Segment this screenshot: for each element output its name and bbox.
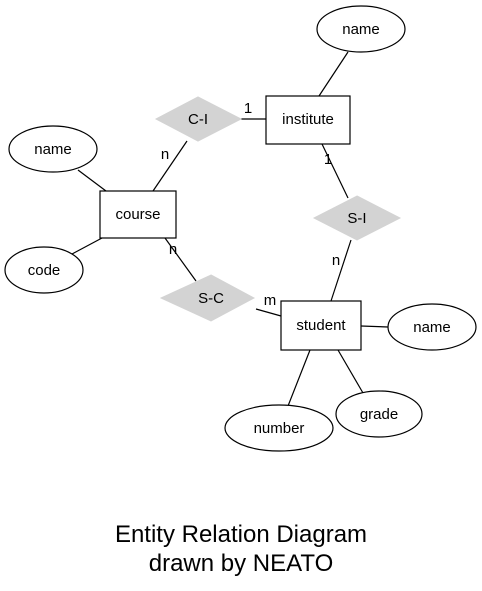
edge-si-student xyxy=(330,239,352,302)
edge-si-institute xyxy=(321,143,349,199)
attribute-course-name-label: name xyxy=(34,141,72,158)
attribute-course-name: name xyxy=(8,125,98,173)
relationship-si-label: S-I xyxy=(347,210,366,227)
attribute-student-grade-label: grade xyxy=(360,406,398,423)
attribute-student-number: number xyxy=(224,404,334,452)
cardinality-sc-course: n xyxy=(169,241,177,258)
relationship-sc-label: S-C xyxy=(198,290,224,307)
edges xyxy=(71,51,389,407)
attribute-student-name: name xyxy=(387,303,477,351)
relationship-ci: C-I xyxy=(154,96,243,142)
relationship-si: S-I xyxy=(312,195,402,241)
edge-ci-course xyxy=(152,140,188,192)
relationship-ci-label: C-I xyxy=(188,111,208,128)
cardinality-si-institute: 1 xyxy=(324,151,332,168)
edge-student-number xyxy=(287,349,311,407)
attribute-course-code: code xyxy=(4,246,84,294)
cardinality-labels: 1 n 1 n n m xyxy=(161,100,340,309)
attribute-institute-name: name xyxy=(316,5,406,53)
attribute-institute-name-label: name xyxy=(342,21,380,38)
entity-course: course xyxy=(99,190,177,239)
cardinality-ci-course: n xyxy=(161,146,169,163)
cardinality-sc-student: m xyxy=(264,292,277,309)
attribute-course-code-label: code xyxy=(28,262,61,279)
edge-student-grade xyxy=(337,349,364,394)
entity-institute-label: institute xyxy=(282,111,334,128)
caption-line-2: drawn by NEATO xyxy=(149,550,334,577)
attribute-student-number-label: number xyxy=(254,420,305,437)
entity-student-label: student xyxy=(296,317,346,334)
cardinality-ci-institute: 1 xyxy=(244,100,252,117)
edge-course-code xyxy=(71,237,103,255)
entity-student: student xyxy=(280,300,362,351)
edge-sc-course xyxy=(164,237,197,282)
edge-student-name xyxy=(360,325,389,328)
cardinality-si-student: n xyxy=(332,252,340,269)
diagram-caption: Entity Relation Diagram drawn by NEATO xyxy=(115,521,367,577)
attribute-student-grade: grade xyxy=(335,390,423,438)
edge-course-name xyxy=(77,169,107,192)
caption-line-1: Entity Relation Diagram xyxy=(115,521,367,548)
entity-course-label: course xyxy=(115,206,160,223)
attribute-student-name-label: name xyxy=(413,319,451,336)
edge-sc-student xyxy=(255,308,282,317)
relationship-sc: S-C xyxy=(159,274,256,322)
edge-institute-name xyxy=(318,51,349,97)
entity-institute: institute xyxy=(265,95,351,145)
